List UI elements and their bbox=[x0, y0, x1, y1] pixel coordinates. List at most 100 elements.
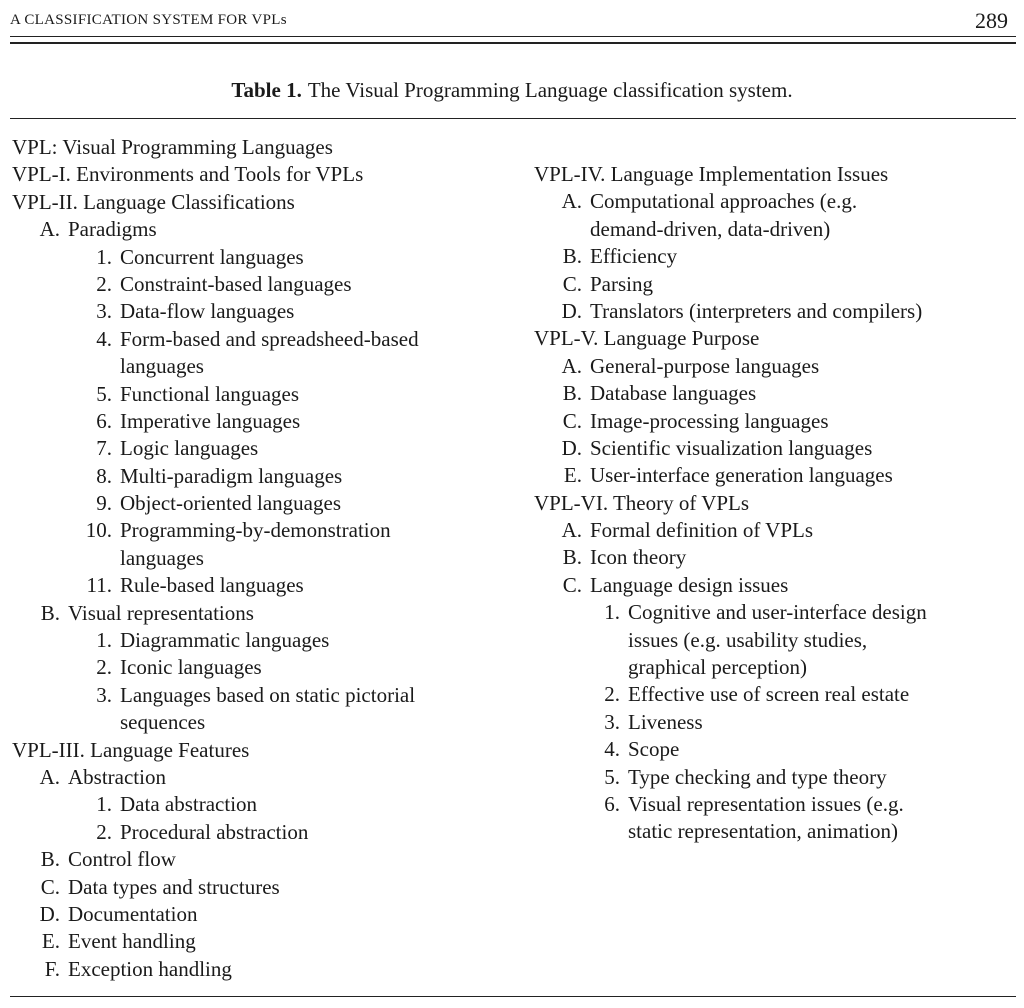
entry-marker: B. bbox=[562, 545, 582, 570]
classification-entry: F.Exception handling bbox=[12, 956, 512, 983]
classification-entry: B.Database languages bbox=[534, 380, 1020, 407]
entry-text: Procedural abstraction bbox=[120, 819, 309, 844]
entry-text: Programming-by-demonstration bbox=[120, 518, 391, 543]
entry-marker: 1. bbox=[96, 244, 112, 269]
classification-entry: 1.Concurrent languages bbox=[12, 244, 512, 271]
classification-entry: D.Documentation bbox=[12, 901, 512, 928]
entry-marker: A. bbox=[39, 764, 60, 789]
entry-marker: 6. bbox=[604, 791, 620, 816]
entry-text: Abstraction bbox=[68, 764, 166, 789]
entry-text: VPL: Visual Programming Languages bbox=[12, 135, 333, 159]
running-header: A CLASSIFICATION SYSTEM FOR VPLs 289 bbox=[10, 8, 1016, 36]
classification-entry: C.Parsing bbox=[534, 271, 1020, 298]
entry-text: Exception handling bbox=[68, 956, 232, 981]
classification-entry: VPL: Visual Programming Languages bbox=[12, 134, 512, 161]
entry-marker: D. bbox=[39, 901, 60, 926]
entry-text: Database languages bbox=[590, 381, 757, 406]
classification-entry: VPL-I. Environments and Tools for VPLs bbox=[12, 161, 512, 188]
entry-text: Object-oriented languages bbox=[120, 491, 341, 516]
classification-entry: VPL-IV. Language Implementation Issues bbox=[534, 161, 1020, 188]
entry-marker: 5. bbox=[604, 764, 620, 789]
classification-entry: B. Efficiency bbox=[534, 243, 1020, 270]
classification-entry: 2. Iconic languages bbox=[12, 654, 512, 681]
entry-marker: 4. bbox=[604, 737, 620, 762]
classification-entry: B.Visual representations bbox=[12, 600, 512, 627]
entry-marker: 4. bbox=[96, 326, 112, 351]
entry-marker: A. bbox=[561, 189, 582, 214]
entry-text: Computational approaches (e.g. bbox=[590, 189, 858, 214]
entry-text: Type checking and type theory bbox=[628, 764, 887, 789]
entry-marker: A. bbox=[561, 518, 582, 543]
entry-text: static representation, animation) bbox=[628, 819, 898, 844]
classification-entry: sequences bbox=[12, 709, 512, 736]
classification-entry: B.Icon theory bbox=[534, 544, 1020, 571]
classification-entry: 1. Data abstraction bbox=[12, 791, 512, 818]
entry-text: Effective use of screen real estate bbox=[628, 682, 910, 707]
classification-entry: 5. Functional languages bbox=[12, 381, 512, 408]
entry-text: VPL-I. Environments and Tools for VPLs bbox=[12, 162, 364, 187]
entry-marker: 5. bbox=[96, 381, 112, 406]
entry-text: VPL-III. Language Features bbox=[12, 737, 250, 762]
classification-entry: 4. Form-based and spreadsheed-based bbox=[12, 326, 512, 353]
entry-marker: A. bbox=[39, 217, 60, 242]
entry-marker: E. bbox=[563, 463, 582, 488]
entry-marker: 3. bbox=[604, 709, 620, 734]
classification-entry: 9. Object-oriented languages bbox=[12, 490, 512, 517]
classification-entry: languages bbox=[12, 353, 512, 380]
entry-marker: 1. bbox=[604, 600, 620, 625]
entry-text: VPL-IV. Language Implementation Issues bbox=[534, 162, 889, 186]
entry-text: Form-based and spreadsheed-based bbox=[120, 326, 419, 351]
entry-text: Paradigms bbox=[68, 217, 157, 242]
entry-text: Iconic languages bbox=[120, 655, 262, 680]
entry-text: VPL-II. Language Classifications bbox=[12, 189, 295, 214]
classification-entry: B.Control flow bbox=[12, 846, 512, 873]
entry-marker: C. bbox=[562, 408, 582, 433]
classification-entry: A. Computational approaches (e.g. bbox=[534, 188, 1020, 215]
entry-text: Functional languages bbox=[120, 381, 300, 406]
entry-text: demand-driven, data-driven) bbox=[590, 216, 831, 241]
classification-entry: C.Data types and structures bbox=[12, 874, 512, 901]
classification-entry: 1.Cognitive and user-interface design bbox=[534, 599, 1020, 626]
entry-text: Scope bbox=[628, 737, 680, 762]
entry-marker: 9. bbox=[96, 491, 112, 516]
entry-text: Data abstraction bbox=[120, 792, 258, 817]
table-caption-label: Table 1. bbox=[231, 78, 302, 102]
entry-text: languages bbox=[120, 545, 204, 570]
entry-marker: C. bbox=[562, 271, 582, 296]
entry-text: VPL-VI. Theory of VPLs bbox=[534, 490, 750, 515]
classification-entry: C.Language design issues bbox=[534, 572, 1020, 599]
entry-text: User-interface generation languages bbox=[590, 463, 893, 488]
entry-marker: C. bbox=[40, 874, 60, 899]
classification-entry: static representation, animation) bbox=[534, 818, 1020, 845]
entry-text: Languages based on static pictorial bbox=[120, 682, 416, 707]
classification-entry: 4. Scope bbox=[534, 736, 1020, 763]
entry-marker: 2. bbox=[96, 819, 112, 844]
entry-marker: 11. bbox=[86, 573, 112, 598]
entry-text: General-purpose languages bbox=[590, 353, 820, 378]
entry-text: Rule-based languages bbox=[120, 573, 304, 598]
table-bottom-rule bbox=[10, 996, 1016, 997]
entry-text: languages bbox=[120, 354, 204, 379]
classification-entry: C.Image-processing languages bbox=[534, 408, 1020, 435]
classification-entry: 7.Logic languages bbox=[12, 435, 512, 462]
entry-marker: 2. bbox=[96, 271, 112, 296]
classification-entry: 3.Liveness bbox=[534, 709, 1020, 736]
entry-text: Visual representations bbox=[68, 600, 254, 625]
classification-entry: A. General-purpose languages bbox=[534, 353, 1020, 380]
entry-marker: 2. bbox=[96, 655, 112, 680]
classification-entry: VPL-III. Language Features bbox=[12, 737, 512, 764]
entry-marker: D. bbox=[561, 298, 582, 323]
entry-text: Control flow bbox=[68, 847, 176, 872]
entry-text: Logic languages bbox=[120, 436, 259, 461]
entry-text: Imperative languages bbox=[120, 408, 301, 433]
caption-rule bbox=[10, 118, 1016, 119]
classification-entry: 6.Visual representation issues (e.g. bbox=[534, 791, 1020, 818]
entry-marker: B. bbox=[562, 244, 582, 269]
entry-marker: A. bbox=[561, 353, 582, 378]
entry-marker: 1. bbox=[96, 792, 112, 817]
classification-entry: 2.Effective use of screen real estate bbox=[534, 681, 1020, 708]
entry-text: Efficiency bbox=[590, 244, 678, 269]
entry-text: sequences bbox=[120, 710, 206, 735]
classification-entry: VPL-V. Language Purpose bbox=[534, 325, 1020, 352]
